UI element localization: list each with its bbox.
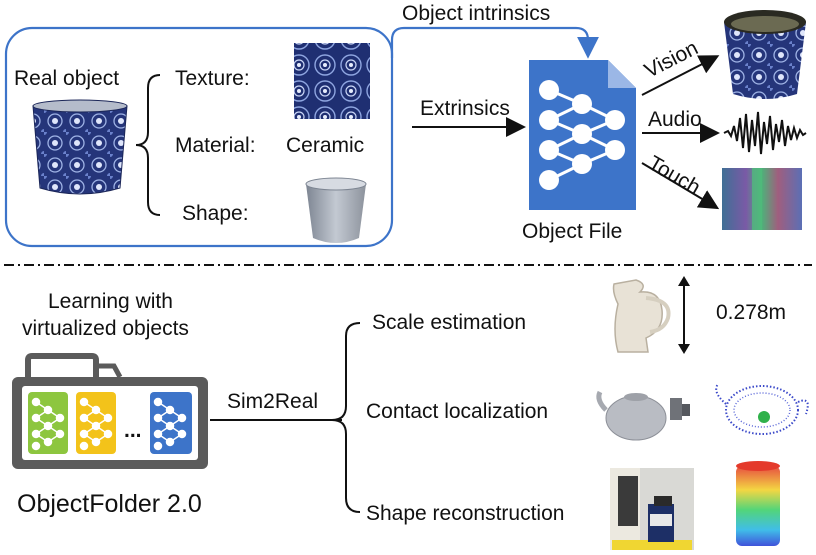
real-object-image — [32, 99, 128, 195]
reconstruction-photo — [610, 468, 694, 550]
folder-card-green — [28, 392, 68, 454]
material-label: Material: — [175, 134, 256, 157]
shape-label: Shape: — [182, 202, 249, 225]
task-contact-localization: Contact localization — [366, 400, 549, 423]
touch-arrow — [641, 162, 720, 210]
teapot-gripper-image — [596, 390, 690, 441]
reconstruction-pointcloud — [736, 461, 780, 546]
audio-label: Audio — [648, 108, 702, 131]
folder-card-blue — [150, 392, 192, 454]
scale-value: 0.278m — [716, 301, 787, 324]
texture-label: Texture: — [175, 67, 250, 90]
real-object-label: Real object — [14, 67, 120, 90]
pitcher-image — [612, 279, 671, 353]
task-shape-reconstruction: Shape reconstruction — [366, 502, 565, 525]
folder-ellipsis: ... — [124, 419, 142, 442]
texture-swatch — [294, 43, 370, 119]
sim2real-label: Sim2Real — [227, 390, 319, 413]
contact-pointcloud-image — [715, 383, 809, 435]
learning-label-line2: virtualized objects — [22, 317, 189, 340]
shape-mesh-image — [305, 177, 367, 243]
object-file-label: Object File — [522, 220, 623, 243]
task-scale-estimation: Scale estimation — [372, 311, 527, 334]
folder-card-yellow — [76, 392, 116, 454]
vision-render-image — [724, 10, 806, 99]
attribute-bracket — [135, 74, 161, 216]
intrinsics-panel — [4, 26, 394, 248]
intrinsics-arrow — [390, 26, 599, 59]
object-file-icon — [529, 60, 636, 210]
dataset-label: ObjectFolder 2.0 — [17, 490, 202, 518]
audio-waveform — [723, 111, 807, 155]
learning-label-line1: Learning with — [48, 290, 173, 313]
material-value: Ceramic — [286, 134, 365, 157]
extrinsics-label: Extrinsics — [420, 97, 510, 120]
tasks-bracket — [331, 322, 361, 513]
vision-arrow — [641, 55, 720, 96]
object-intrinsics-label: Object intrinsics — [402, 2, 551, 25]
